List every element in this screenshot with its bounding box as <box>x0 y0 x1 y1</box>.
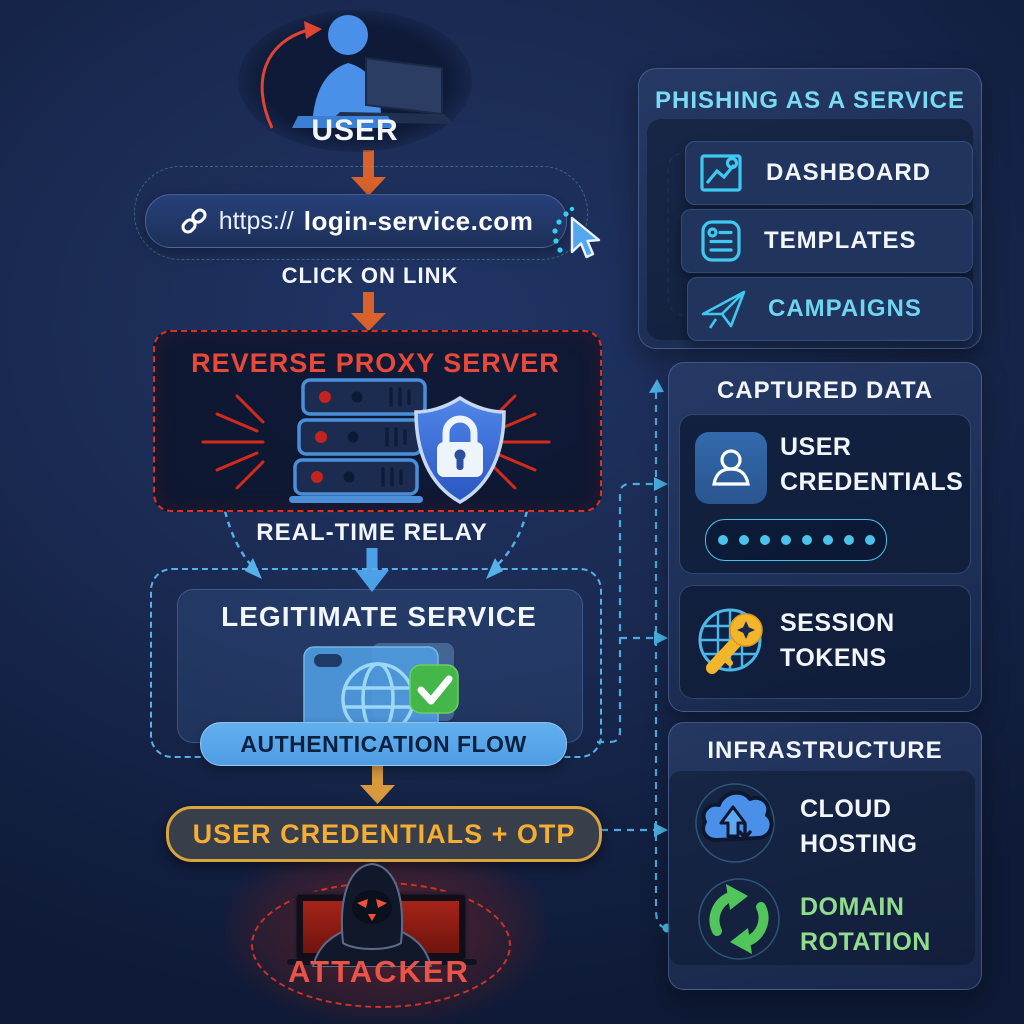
domain-rotation-label: DOMAIN ROTATION <box>800 893 931 956</box>
phishing-service-title: PHISHING AS A SERVICE <box>655 87 965 114</box>
authentication-flow-label: AUTHENTICATION FLOW <box>240 730 527 757</box>
password-field <box>705 519 887 561</box>
globe-key-icon <box>698 608 763 674</box>
campaigns-label: CAMPAIGNS <box>768 295 922 322</box>
password-dots <box>717 535 875 545</box>
reverse-proxy-title: REVERSE PROXY SERVER <box>191 348 560 378</box>
user-credentials-label: USER CREDENTIALS <box>780 433 964 496</box>
arrow-auth-to-credentials <box>360 766 395 804</box>
arrow-user-to-url <box>351 150 386 196</box>
rotation-arrows-icon <box>698 878 780 960</box>
cursor-icon <box>552 206 601 259</box>
attacker-icon <box>287 862 477 967</box>
template-document-icon <box>701 220 741 262</box>
url-domain: login-service.com <box>303 205 534 236</box>
user-icon <box>712 449 750 486</box>
cloud-hosting-label: CLOUD HOSTING <box>800 795 918 858</box>
dashboard-label: DASHBOARD <box>766 159 931 186</box>
proxy-server-shield-icon <box>201 378 551 505</box>
attacker-label: ATTACKER <box>288 954 470 989</box>
phishing-service-panel: PHISHING AS A SERVICE DASHBOARD <box>638 68 982 349</box>
browser-globe-check-icon <box>303 643 459 723</box>
user-credentials-icon-tile <box>695 432 767 504</box>
credentials-otp-pill: USER CREDENTIALS + OTP <box>166 806 602 862</box>
click-on-link-label: CLICK ON LINK <box>281 263 459 288</box>
url-protocol: https:// <box>218 206 294 235</box>
url-bar: https:// login-service.com <box>145 194 567 248</box>
templates-label: TEMPLATES <box>764 227 917 254</box>
link-icon <box>181 208 207 234</box>
captured-data-title: CAPTURED DATA <box>716 377 934 404</box>
arrow-click-to-proxy <box>351 292 386 331</box>
infrastructure-panel: INFRASTRUCTURE <box>668 722 982 990</box>
infrastructure-title: INFRASTRUCTURE <box>707 737 943 764</box>
session-tokens-label: SESSION TOKENS <box>780 609 895 672</box>
paper-plane-icon <box>701 290 746 329</box>
menu-item-campaigns: CAMPAIGNS <box>687 277 973 341</box>
cloud-sync-icon <box>695 783 775 863</box>
user-label: USER <box>311 114 399 147</box>
authentication-flow-pill: AUTHENTICATION FLOW <box>200 722 567 766</box>
arrow-relay-center <box>355 548 389 592</box>
real-time-relay-label: REAL-TIME RELAY <box>256 519 488 546</box>
user-at-laptop-icon <box>260 15 454 129</box>
menu-item-dashboard: DASHBOARD <box>685 141 973 205</box>
url-halo <box>134 166 588 260</box>
dashboard-chart-icon <box>700 154 742 192</box>
legitimate-service-title: LEGITIMATE SERVICE <box>221 601 537 632</box>
credentials-otp-label: USER CREDENTIALS + OTP <box>192 818 576 849</box>
relay-dashed-curves <box>223 510 529 567</box>
menu-item-templates: TEMPLATES <box>681 209 973 273</box>
